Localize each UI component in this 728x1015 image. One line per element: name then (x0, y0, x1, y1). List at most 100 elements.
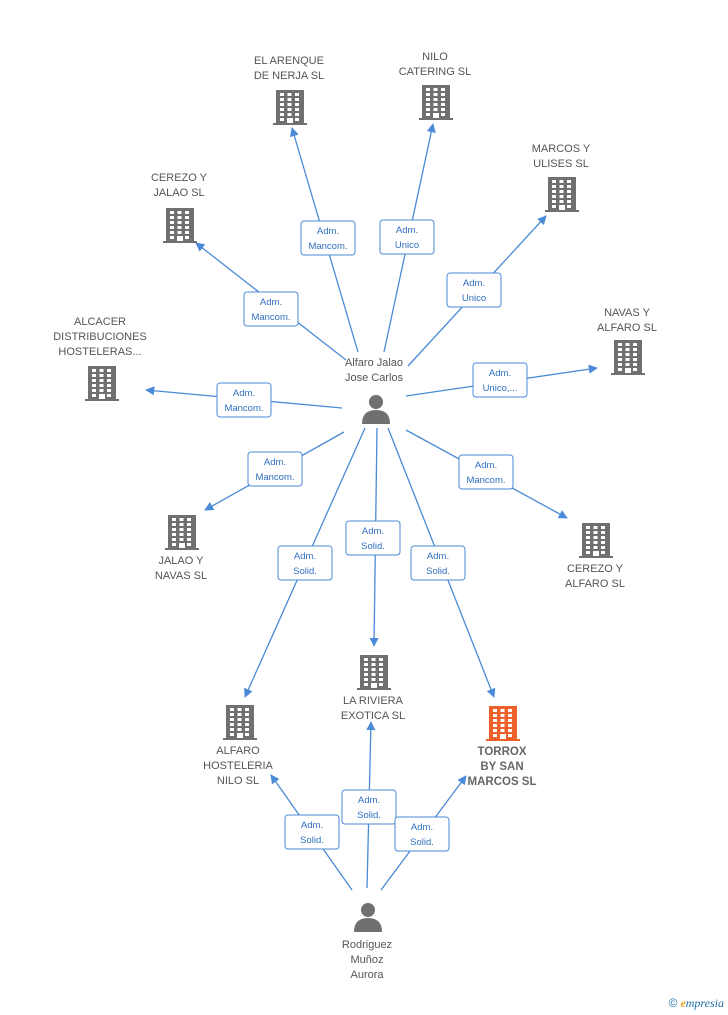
node-nilocat[interactable]: NILO CATERING SL (399, 51, 472, 120)
edge-label-rodriguez-to-alfhost: Adm. Solid. (284, 814, 340, 850)
edge-label-text: Adm. (264, 457, 286, 468)
person-icon (362, 395, 390, 424)
edge-label-rodriguez-to-riviera: Adm. Solid. (341, 789, 397, 825)
node-label: CEREZO Y (567, 563, 624, 575)
edge-label-alfaro-to-torrox: Adm. Solid. (410, 545, 466, 581)
edge-label-box (410, 545, 466, 581)
edge-label-alfaro-to-arenque: Adm. Mancom. (300, 220, 356, 256)
edge-label-box (394, 816, 450, 852)
edge-label-text: Mancom. (224, 403, 263, 414)
node-label: Jose Carlos (345, 372, 404, 384)
empresia-logo: ©empresia (669, 996, 724, 1011)
node-label: ULISES SL (533, 158, 589, 170)
person-icon (354, 903, 382, 932)
edge-label-text: Solid. (300, 835, 324, 846)
edge-label-text: Adm. (317, 226, 339, 237)
node-alfhost[interactable]: ALFARO HOSTELERIA NILO SL (203, 705, 274, 787)
edge-label-text: Solid. (426, 566, 450, 577)
edge-label-box (458, 454, 514, 490)
edge-label-alfaro-to-marcos: Adm. Unico (446, 272, 502, 308)
node-label: Alfaro Jalao (345, 357, 403, 369)
edge-label-text: Unico (395, 240, 419, 251)
edge-label-alfaro-to-alfhost: Adm. Solid. (277, 545, 333, 581)
edge-label-alfaro-to-riviera: Adm. Solid. (345, 520, 401, 556)
edge-label-text: Adm. (294, 551, 316, 562)
building-icon (163, 208, 197, 243)
edge-label-text: Adm. (233, 388, 255, 399)
edge-label-box (341, 789, 397, 825)
building-icon (273, 90, 307, 125)
edge-label-text: Adm. (358, 795, 380, 806)
edge-label-box (277, 545, 333, 581)
node-label: HOSTELERIA (203, 760, 273, 772)
edge-label-text: Solid. (293, 566, 317, 577)
edge-label-box (379, 219, 435, 255)
edge-label-text: Mancom. (308, 241, 347, 252)
node-label: NILO SL (217, 775, 259, 787)
edge-label-alfaro-to-alcacer: Adm. Mancom. (216, 382, 272, 418)
node-alcacer[interactable]: ALCACER DISTRIBUCIONES HOSTELERAS... (53, 316, 147, 401)
node-arenque[interactable]: EL ARENQUE DE NERJA SL (254, 55, 324, 125)
building-icon (357, 655, 391, 690)
node-label: DISTRIBUCIONES (53, 331, 147, 343)
edge-label-text: Unico,... (483, 383, 518, 394)
edge-label-text: Adm. (301, 820, 323, 831)
edge-label-box (472, 362, 528, 398)
node-label: ALFARO (216, 745, 260, 757)
edge-label-text: Mancom. (251, 312, 290, 323)
edge-label-box (247, 451, 303, 487)
edge-label-text: Solid. (361, 541, 385, 552)
node-label: CATERING SL (399, 66, 472, 78)
edge-label-text: Unico (462, 293, 486, 304)
node-label: CEREZO Y (151, 172, 208, 184)
building-icon (545, 177, 579, 212)
node-label: TORROX (478, 746, 527, 758)
edge-label-alfaro-to-jalaonavas: Adm. Mancom. (247, 451, 303, 487)
edge-label-box (300, 220, 356, 256)
edge-label-text: Adm. (411, 822, 433, 833)
edge-label-text: Adm. (260, 297, 282, 308)
edge-label-text: Adm. (396, 225, 418, 236)
edge-label-text: Adm. (463, 278, 485, 289)
node-label: JALAO Y (158, 555, 204, 567)
edge-label-text: Adm. (362, 526, 384, 537)
edge-label-alfaro-to-cerezojalao: Adm. Mancom. (243, 291, 299, 327)
edge-label-box (216, 382, 272, 418)
brand-initial: e (680, 996, 686, 1010)
building-icon (611, 340, 645, 375)
edge-label-text: Mancom. (255, 472, 294, 483)
node-label: NAVAS SL (155, 570, 207, 582)
edge-label-text: Mancom. (466, 475, 505, 486)
building-icon (419, 85, 453, 120)
node-label: Muñoz (350, 954, 383, 966)
node-label: ALCACER (74, 316, 126, 328)
node-jalaonavas[interactable]: JALAO Y NAVAS SL (155, 515, 207, 582)
node-label: HOSTELERAS... (58, 346, 141, 358)
building-icon (223, 705, 257, 740)
edge-label-alfaro-to-navas: Adm.Unico,... (472, 362, 528, 398)
node-label: EL ARENQUE (254, 55, 324, 67)
edge-label-alfaro-to-nilocat: Adm. Unico (379, 219, 435, 255)
building-icon (486, 706, 520, 741)
node-label: DE NERJA SL (254, 70, 324, 82)
building-icon (579, 523, 613, 558)
edge-label-box (243, 291, 299, 327)
node-label: NILO (422, 51, 448, 63)
copyright-symbol: © (668, 996, 678, 1010)
building-icon (165, 515, 199, 550)
node-label: LA RIVIERA (343, 695, 404, 707)
edge-label-text: Adm. (475, 460, 497, 471)
node-label: NAVAS Y (604, 307, 651, 319)
edge-label-text: Solid. (357, 810, 381, 821)
edge-label-alfaro-to-cerezoalfaro: Adm. Mancom. (458, 454, 514, 490)
edge-label-text: Adm. (427, 551, 449, 562)
